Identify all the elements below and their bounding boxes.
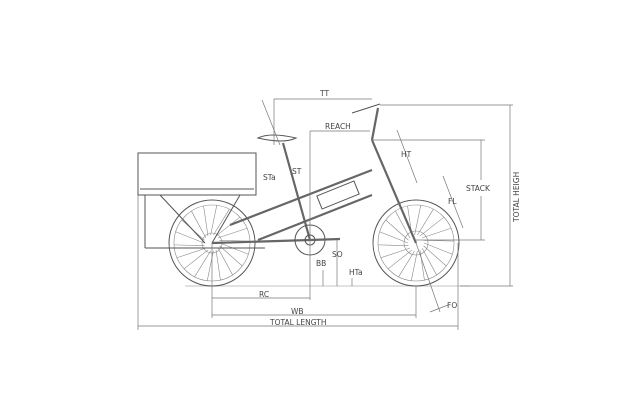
bb-label: BB [316,259,326,268]
spoke [387,249,413,270]
fo-label: FO [447,301,457,310]
spoke [219,242,249,255]
spoke [380,247,410,259]
bike-frame [211,103,418,256]
spoke [219,245,243,267]
spoke [414,205,422,236]
ht-label: HT [401,150,412,159]
spoke [421,247,437,276]
spoke [410,250,418,281]
spoke [417,209,434,236]
spoke [423,242,453,255]
spoke [423,245,447,267]
fl-label: FL [448,197,457,206]
spoke [385,219,409,241]
spoke [203,205,209,237]
spoke [378,244,409,247]
battery [316,180,360,210]
spoke [422,227,452,239]
total-height-label: TOTAL HEIGH [512,172,521,223]
spoke [423,239,454,242]
spoke [174,244,205,247]
spoke [419,216,445,237]
spoke [398,250,415,277]
spoke [215,249,221,281]
spoke [215,216,241,237]
spoke [191,210,207,239]
spoke [218,227,248,239]
wb-label: WB [291,307,304,316]
spoke [176,247,206,259]
hta-label: HTa [349,268,363,277]
spoke [183,249,209,270]
saddle [256,134,298,142]
spoke [395,210,411,239]
spoke [213,209,230,236]
handlebar [351,103,381,114]
rc-label: RC [259,290,269,299]
spoke [210,205,218,236]
spoke [175,231,205,244]
st-label: ST [292,167,302,176]
total-length-label: TOTAL LENGTH [269,318,326,327]
dimension-lines [137,98,513,330]
reach-label: REACH [325,122,351,131]
spoke [217,247,233,276]
spoke [379,231,409,244]
stack-label: STACK [466,184,491,193]
tt-label: TT [319,89,329,98]
spoke [206,250,214,281]
spoke [419,249,425,281]
cargo-box [137,152,265,249]
spoke [194,250,211,277]
sta-label: STa [263,173,276,182]
so-label: SO [332,250,343,259]
